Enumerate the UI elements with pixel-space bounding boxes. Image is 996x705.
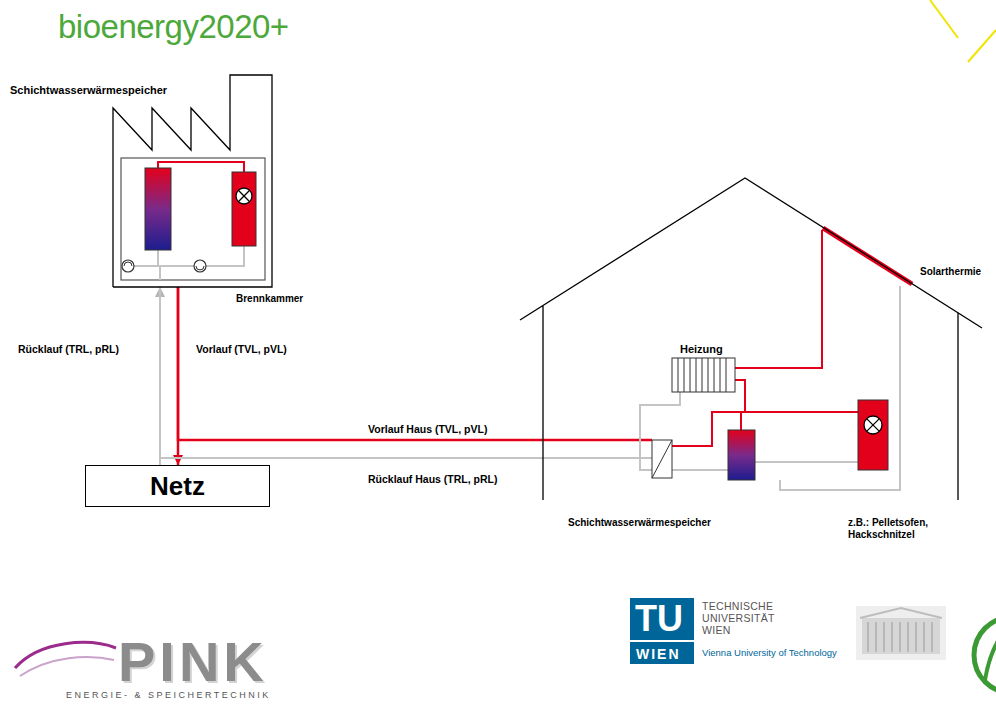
heating-label: Heizung (680, 343, 723, 355)
supply-pipe (520, 439, 652, 442)
building-facade (862, 618, 940, 654)
connectors (160, 287, 520, 465)
return-pipe (780, 286, 900, 490)
pipe-connector (160, 287, 520, 458)
storage-tank (145, 168, 171, 250)
burner-cross (867, 419, 880, 432)
partner-logo-leaf (985, 625, 996, 680)
logo-text: Vienna University of Technology (702, 647, 837, 658)
house-outline (520, 178, 982, 500)
pump-mark (124, 262, 132, 266)
logo-text: bioenergy2020+ (58, 8, 289, 46)
pipe-label: Vorlauf (TVL, pVL) (196, 343, 287, 356)
return-pipe (755, 461, 858, 463)
heat-exchanger-mark (652, 440, 672, 478)
pink-logo (15, 643, 116, 676)
plant-building-shape (113, 75, 272, 287)
sun-ray (930, 0, 958, 38)
pump-mark (196, 266, 204, 270)
tu-logo-bar (630, 640, 694, 642)
pipe-label: Rücklauf (TRL, pRL) (18, 343, 119, 356)
chamber-label: Brennkammer (236, 293, 303, 305)
burner-symbol (864, 416, 882, 434)
tu-logo-square (630, 598, 694, 664)
supply-pipe (735, 380, 858, 412)
stove-label: z.B.: Pelletsofen, Hackschnitzel (848, 517, 958, 541)
tu-logo (630, 598, 946, 664)
combustion-chamber (232, 172, 256, 246)
building-picture (856, 606, 946, 660)
radiator (672, 358, 735, 392)
house-outline: Heizung SolarthermieSchichtwasserwärmespe… (520, 178, 985, 568)
plant-building (113, 75, 272, 287)
grid-label: Netz (150, 471, 205, 501)
logo-letters: TU (635, 600, 683, 638)
pellet-stove (858, 400, 888, 470)
storage-label: Schichtwasserwärmespeicher (568, 517, 711, 529)
pipe-label: Vorlauf Haus (TVL, pVL) (368, 423, 487, 436)
logo-text: PINK (118, 634, 268, 690)
burner-cross (238, 190, 249, 201)
pipe-label: Rücklauf Haus (TRL, pRL) (368, 473, 498, 486)
solar-label: Solarthermie (920, 266, 981, 278)
pump-symbol (122, 260, 134, 272)
pump-symbol (194, 260, 206, 272)
return-pipe (520, 457, 652, 459)
plant-building: SchichtwasserwärmespeicherBrennkammer (113, 75, 272, 287)
return-pipe (134, 266, 160, 280)
burner-symbol (236, 188, 252, 204)
plant-frame (121, 158, 265, 280)
building-roof (860, 608, 942, 618)
radiator-fins (678, 358, 726, 392)
logo-swoosh (15, 643, 116, 668)
pipe-connector (178, 287, 520, 440)
grid-box: Netz (85, 465, 270, 507)
plant-interior (121, 158, 265, 280)
logo-text: TECHNISCHE UNIVERSITÄT WIEN (702, 600, 792, 636)
house-outline-shape (520, 178, 985, 568)
supply-pipe (735, 230, 822, 368)
logo-letters: WIEN (636, 646, 681, 662)
supply-pipe (740, 412, 742, 430)
building-columns (868, 622, 932, 652)
sun-ray (968, 30, 996, 62)
return-pipe (672, 469, 728, 471)
storage-heading: Schichtwasserwärmespeicher (10, 84, 167, 96)
logo-text: ENERGIE- & SPEICHERTECHNIK (66, 690, 271, 701)
partner-logo (974, 617, 996, 693)
storage-tank (728, 430, 755, 480)
heat-exchanger (652, 440, 672, 478)
logo-swoosh (20, 657, 114, 676)
sun-rays (930, 0, 996, 62)
partner-logo-ring (974, 617, 996, 693)
house-interior (520, 228, 912, 490)
